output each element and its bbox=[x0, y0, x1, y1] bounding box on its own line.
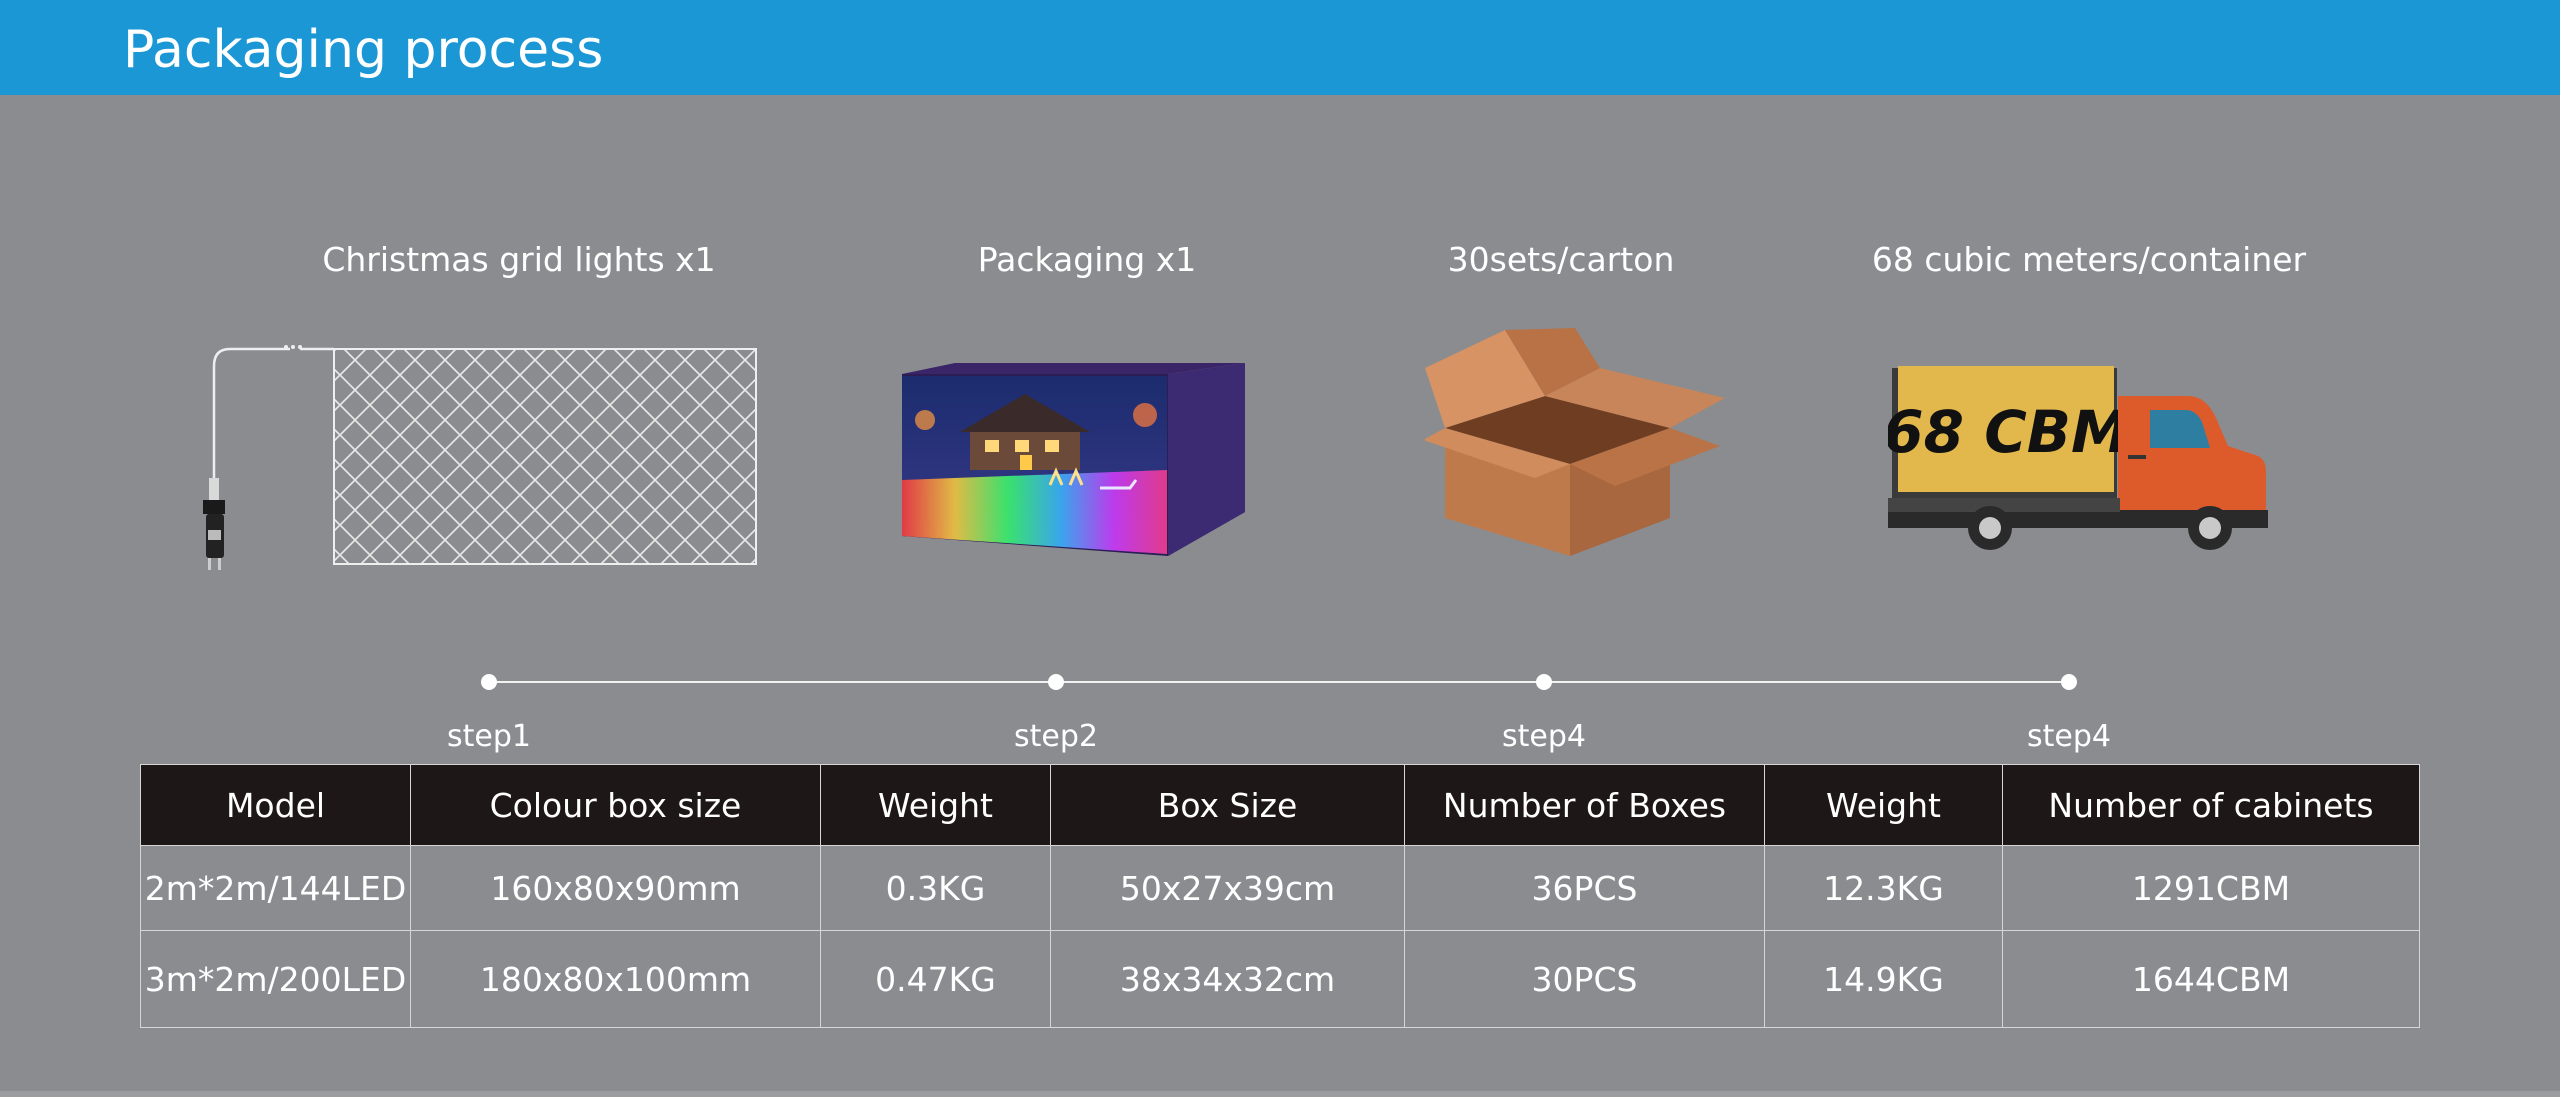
timeline-dot-2 bbox=[1048, 674, 1064, 690]
step-caption-3: 30sets/carton bbox=[1447, 240, 1675, 279]
spec-table: Model Colour box size Weight Box Size Nu… bbox=[140, 764, 2420, 1028]
step-caption-4: 68 cubic meters/container bbox=[1871, 240, 2307, 279]
table-cell: 0.3KG bbox=[820, 845, 1051, 931]
table-cell: 30PCS bbox=[1404, 930, 1765, 1028]
table-cell: 0.47KG bbox=[820, 930, 1051, 1028]
packaging-box-icon bbox=[902, 363, 1245, 556]
table-cell: 12.3KG bbox=[1764, 845, 2003, 931]
step-label-2: step2 bbox=[1014, 719, 1098, 754]
step-caption-1: Christmas grid lights x1 bbox=[322, 240, 716, 279]
table-cell: 3m*2m/200LED bbox=[140, 930, 411, 1028]
col-header-number-of-cabinets: Number of cabinets bbox=[2002, 764, 2420, 846]
table-cell: 14.9KG bbox=[1764, 930, 2003, 1028]
step-label-4: step4 bbox=[2027, 719, 2111, 754]
timeline-dot-4 bbox=[2061, 674, 2077, 690]
table-cell: 36PCS bbox=[1404, 845, 1765, 931]
carton-icon bbox=[1425, 328, 1725, 556]
col-header-weight: Weight bbox=[820, 764, 1051, 846]
step-label-1: step1 bbox=[447, 719, 531, 754]
truck-cbm-text: 68 CBM bbox=[1888, 398, 2129, 466]
table-cell: 1291CBM bbox=[2002, 845, 2420, 931]
table-cell: 160x80x90mm bbox=[410, 845, 821, 931]
col-header-model: Model bbox=[140, 764, 411, 846]
col-header-weight-2: Weight bbox=[1764, 764, 2003, 846]
truck-icon: 68 CBM bbox=[1888, 366, 2268, 550]
col-header-colour-box-size: Colour box size bbox=[410, 764, 821, 846]
grid-lights-icon bbox=[203, 345, 757, 570]
table-row: 3m*2m/200LED 180x80x100mm 0.47KG 38x34x3… bbox=[140, 930, 2420, 1028]
table-row: 2m*2m/144LED 160x80x90mm 0.3KG 50x27x39c… bbox=[140, 845, 2420, 931]
table-cell: 38x34x32cm bbox=[1050, 930, 1405, 1028]
page-header: Packaging process bbox=[0, 0, 2560, 95]
col-header-box-size: Box Size bbox=[1050, 764, 1405, 846]
col-header-number-of-boxes: Number of Boxes bbox=[1404, 764, 1765, 846]
page-title: Packaging process bbox=[123, 20, 604, 80]
timeline-line bbox=[489, 681, 2069, 683]
timeline-dot-3 bbox=[1536, 674, 1552, 690]
table-cell: 180x80x100mm bbox=[410, 930, 821, 1028]
table-cell: 2m*2m/144LED bbox=[140, 845, 411, 931]
timeline-dot-1 bbox=[481, 674, 497, 690]
table-header-row: Model Colour box size Weight Box Size Nu… bbox=[140, 764, 2420, 846]
table-cell: 1644CBM bbox=[2002, 930, 2420, 1028]
step-label-3: step4 bbox=[1502, 719, 1586, 754]
bottom-strip bbox=[0, 1091, 2560, 1097]
step-caption-2: Packaging x1 bbox=[977, 240, 1197, 279]
table-cell: 50x27x39cm bbox=[1050, 845, 1405, 931]
